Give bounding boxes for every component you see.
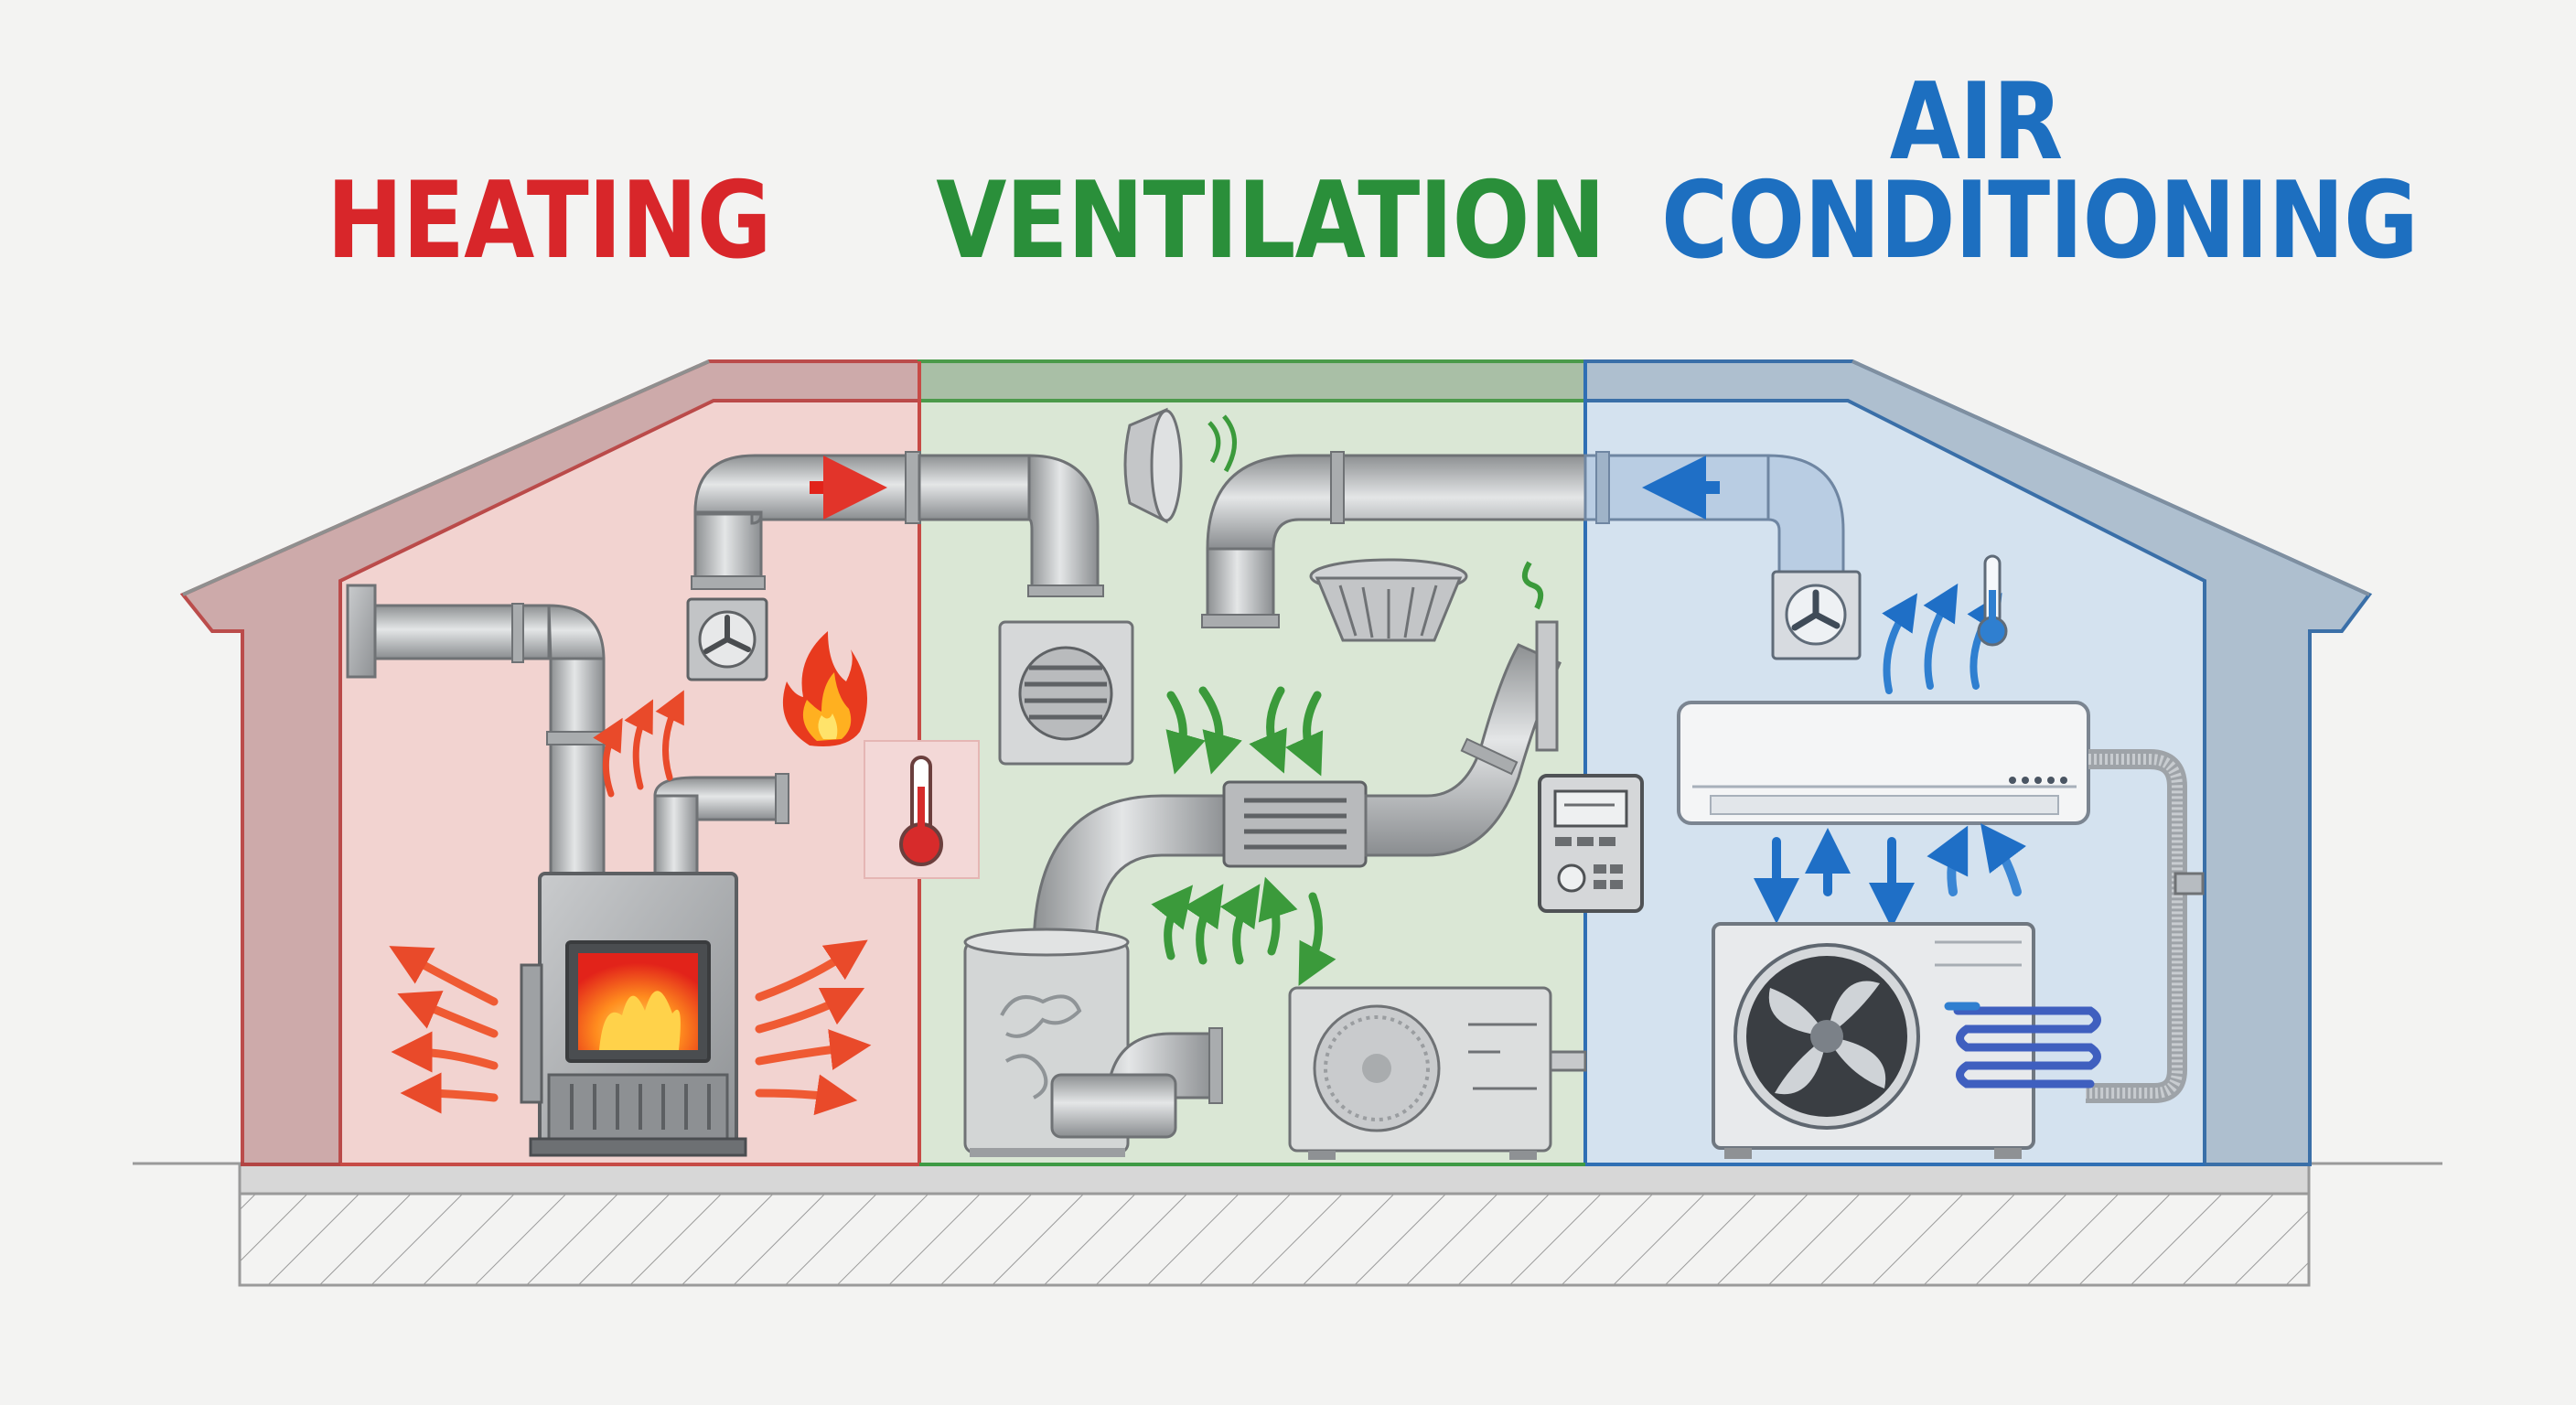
floor-slab xyxy=(238,1163,2311,1196)
furnace xyxy=(520,872,747,1157)
ventilation-top-duct xyxy=(1201,451,1587,628)
ventilation-outdoor-unit xyxy=(1288,986,1587,1160)
roof-outline-left xyxy=(182,359,710,596)
thermometer-hot-icon xyxy=(864,740,980,879)
thermometer-cold-icon xyxy=(1977,554,2008,647)
heating-title: HEATING xyxy=(327,159,771,283)
roof-outline-right xyxy=(1852,359,2370,596)
ventilation-title: VENTILATION xyxy=(936,159,1605,283)
refrigerant-line xyxy=(2086,749,2205,1103)
ventilation-filter-duct xyxy=(1032,620,1562,953)
heating-fan-unit xyxy=(686,597,768,681)
outdoor-condenser-unit xyxy=(1712,922,2035,1159)
heating-supply-duct xyxy=(691,451,921,590)
indoor-split-ac-unit xyxy=(1677,701,2090,825)
ventilation-return-duct xyxy=(1050,1027,1223,1139)
house-wall-ventilation xyxy=(918,359,1587,402)
foundation xyxy=(238,1192,2311,1287)
ceiling-diffuser xyxy=(1309,558,1544,642)
air-conditioning-duct xyxy=(1583,451,1845,574)
flame-icon xyxy=(782,631,867,746)
furnace-exhaust-pipe xyxy=(653,773,789,880)
ventilation-grille-box xyxy=(998,620,1134,766)
ventilation-damper xyxy=(1123,407,1237,524)
heat-rising-arrows xyxy=(593,690,684,798)
ventilation-duct-main xyxy=(918,454,1104,597)
refrigerant-coil xyxy=(1944,1002,2101,1089)
heat-waves-left xyxy=(389,946,499,1114)
heating-zone xyxy=(340,401,919,1164)
air-exchange-arrows xyxy=(1754,822,2026,928)
heat-waves-right xyxy=(755,939,872,1116)
ventilation-airflow-arrows xyxy=(1151,686,1336,986)
air-conditioning-fan-unit xyxy=(1771,570,1862,660)
air-conditioning-title-line1: AIR xyxy=(1889,60,2063,184)
thermostat-control-panel xyxy=(1538,774,1644,913)
